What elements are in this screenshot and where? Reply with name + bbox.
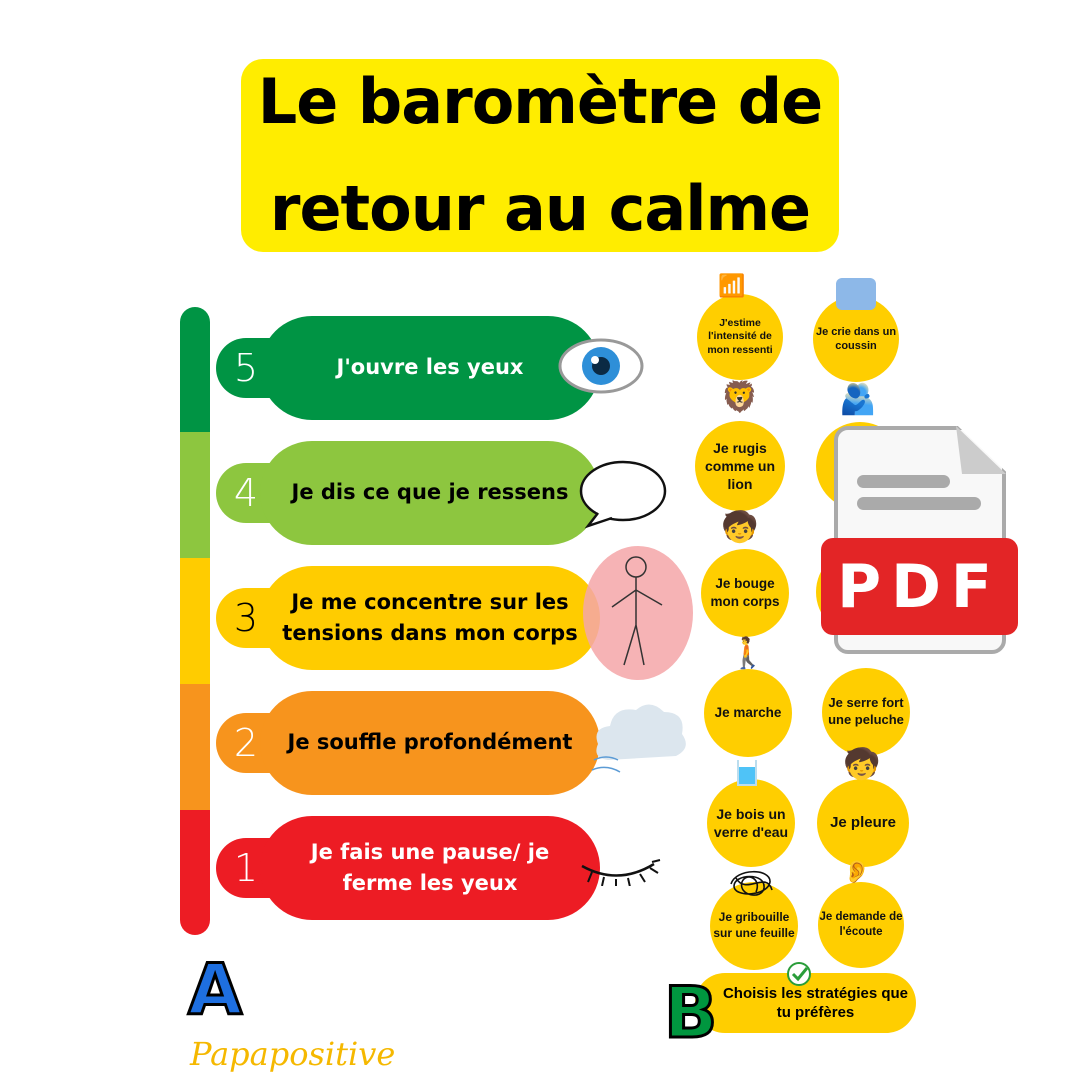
checkmark-icon — [787, 962, 811, 986]
section-letter-a: A — [186, 949, 243, 1031]
water-glass-icon — [737, 760, 757, 786]
strategy-circle: Je rugis comme un lion — [695, 421, 785, 511]
scribble-icon — [730, 871, 773, 896]
page-title: Le baromètre de retour au calme — [241, 59, 839, 252]
crying-child-icon: 🧒 — [843, 747, 881, 782]
child-jumping-icon: 🧒 — [721, 510, 759, 545]
strategy-circle: Je gribouille sur une feuille — [710, 882, 798, 970]
level-1-pill: Je fais une pause/ je ferme les yeux — [260, 816, 600, 920]
level-5-pill: J'ouvre les yeux — [260, 316, 600, 420]
line-icon — [857, 497, 981, 510]
closed-eye-icon — [581, 859, 661, 886]
eye-icon — [558, 338, 644, 394]
strategy-circle: Je marche — [704, 669, 792, 757]
bar-segment-5 — [180, 307, 210, 433]
body-tension-icon — [583, 546, 693, 680]
strategy-circle: Je pleure — [817, 779, 909, 867]
strategy-circle: Je bois un verre d'eau — [707, 779, 795, 867]
hug-icon: 🫂 — [839, 382, 877, 417]
ear-listening-icon: 👂 — [843, 860, 871, 885]
girl-walking-icon: 🚶 — [729, 636, 767, 671]
bar-segment-2 — [180, 684, 210, 810]
line-icon — [857, 475, 950, 488]
strategy-circle: Je serre fort une peluche — [822, 668, 910, 756]
strategy-circle: Je bouge mon corps — [701, 549, 789, 637]
strategy-circle: Je crie dans un coussin — [813, 296, 899, 382]
bar-segment-4 — [180, 432, 210, 558]
pillow-icon — [836, 278, 876, 310]
strategy-circle: J'estime l'intensité de mon ressenti — [697, 294, 783, 380]
speech-bubble-icon — [579, 460, 667, 529]
pdf-badge: PDF — [821, 538, 1018, 635]
bar-segment-3 — [180, 558, 210, 684]
level-3-pill: Je me concentre sur les tensions dans mo… — [260, 566, 600, 670]
strategy-circle: Je demande de l'écoute — [818, 882, 904, 968]
chart-bars-icon: 📶 — [718, 274, 746, 299]
level-2-pill: Je souffle profondément — [260, 691, 600, 795]
level-4-pill: Je dis ce que je ressens — [260, 441, 600, 545]
blowing-cloud-icon — [591, 704, 686, 773]
brand-logo: Papapositive — [190, 1035, 396, 1073]
bar-segment-1 — [180, 810, 210, 935]
section-letter-b: B — [662, 972, 718, 1054]
lion-icon: 🦁 — [721, 380, 759, 415]
